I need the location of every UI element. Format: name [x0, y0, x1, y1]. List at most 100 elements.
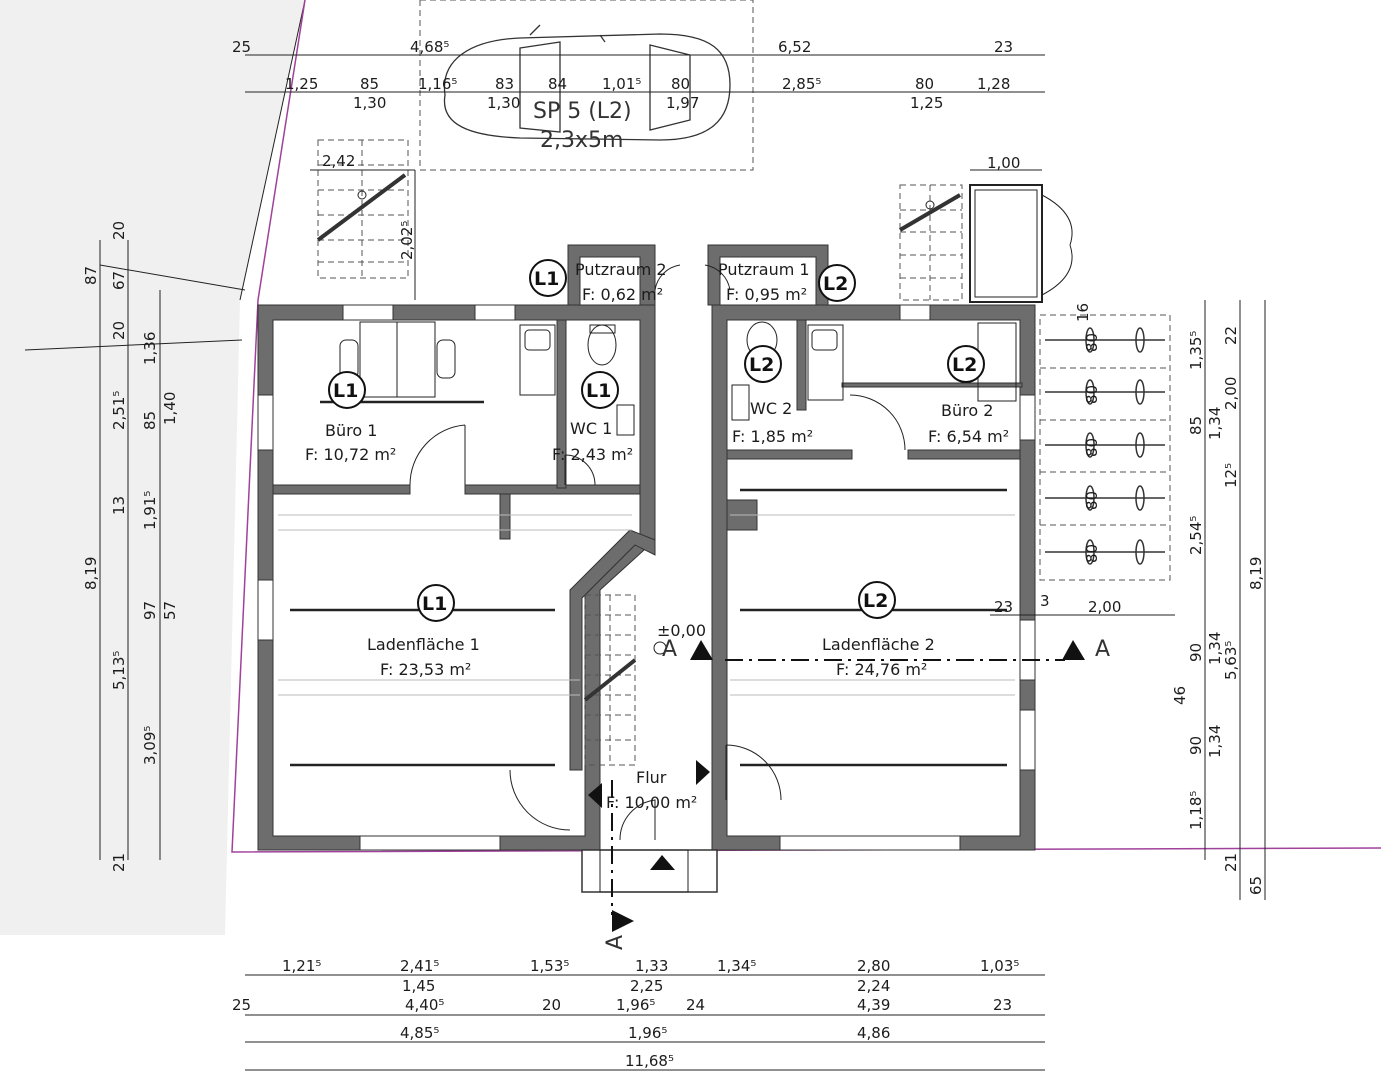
svg-text:46: 46	[1171, 686, 1189, 705]
room-laden1-name: Ladenfläche 1	[367, 635, 480, 654]
section-line-a	[588, 640, 1085, 932]
svg-text:2,85⁵: 2,85⁵	[782, 75, 821, 93]
svg-text:22: 22	[1222, 326, 1240, 345]
room-buero2-name: Büro 2	[941, 401, 993, 420]
svg-text:85: 85	[1187, 416, 1205, 435]
svg-text:1,45: 1,45	[402, 977, 435, 995]
svg-text:20: 20	[110, 321, 128, 340]
svg-text:23: 23	[994, 598, 1013, 616]
svg-text:1,34: 1,34	[1206, 725, 1224, 758]
svg-text:85: 85	[360, 75, 379, 93]
svg-text:4,68⁵: 4,68⁵	[410, 38, 449, 56]
section-label-right: A	[1095, 637, 1110, 662]
svg-text:23: 23	[994, 38, 1013, 56]
svg-text:23: 23	[993, 996, 1012, 1014]
svg-text:21: 21	[1222, 853, 1240, 872]
svg-text:80: 80	[915, 75, 934, 93]
level-marker: ±0,00	[657, 621, 706, 640]
dims-top: 25 4,68⁵ 6,52 23 1,25 85 1,16⁵ 83 84 1,0…	[232, 38, 1121, 616]
svg-text:1,33: 1,33	[635, 957, 668, 975]
svg-text:1,34: 1,34	[1206, 632, 1224, 665]
svg-text:97: 97	[141, 601, 159, 620]
svg-text:L1: L1	[333, 380, 358, 402]
svg-text:1,25: 1,25	[285, 75, 318, 93]
svg-text:1,28: 1,28	[977, 75, 1010, 93]
svg-text:L2: L2	[952, 354, 977, 376]
svg-text:12⁵: 12⁵	[1222, 463, 1240, 488]
svg-text:84: 84	[548, 75, 567, 93]
svg-text:1,35⁵: 1,35⁵	[1187, 331, 1205, 370]
svg-text:1,34: 1,34	[1206, 407, 1224, 440]
room-wc2-name: WC 2	[750, 399, 792, 418]
dims-bottom: 1,21⁵ 2,41⁵ 1,53⁵ 1,33 1,34⁵ 2,80 1,03⁵ …	[232, 957, 1019, 1070]
stair-right	[898, 184, 963, 301]
tag-wc1: L1	[581, 371, 619, 409]
room-wc1-name: WC 1	[570, 419, 612, 438]
svg-text:1,30: 1,30	[353, 94, 386, 112]
svg-text:5,13⁵: 5,13⁵	[110, 651, 128, 690]
neighbour-outline	[239, 0, 306, 301]
svg-text:L2: L2	[749, 354, 774, 376]
svg-text:2,25: 2,25	[630, 977, 663, 995]
tag-laden1: L1	[417, 584, 455, 622]
svg-text:83: 83	[495, 75, 514, 93]
svg-text:11,68⁵: 11,68⁵	[625, 1052, 674, 1070]
svg-text:90: 90	[1187, 643, 1205, 662]
svg-text:57: 57	[161, 601, 179, 620]
svg-text:2,51⁵: 2,51⁵	[110, 391, 128, 430]
bike-spacing-4: 80	[1083, 438, 1101, 457]
svg-text:8,19: 8,19	[82, 557, 100, 590]
svg-text:6,52: 6,52	[778, 38, 811, 56]
svg-text:8,19: 8,19	[1247, 557, 1265, 590]
doors	[409, 264, 906, 841]
svg-text:1,53⁵: 1,53⁵	[530, 957, 569, 975]
section-label-mid: A	[662, 637, 677, 662]
svg-text:1,36: 1,36	[141, 332, 159, 365]
tag-buero1: L1	[328, 371, 366, 409]
svg-text:1,18⁵: 1,18⁵	[1187, 791, 1205, 830]
building-walls	[257, 244, 1036, 893]
svg-text:L1: L1	[586, 380, 611, 402]
stair-left	[316, 139, 409, 279]
svg-text:2,02⁵: 2,02⁵	[398, 221, 416, 260]
room-buero2-area: F: 6,54 m²	[928, 427, 1009, 446]
svg-text:80: 80	[671, 75, 690, 93]
svg-text:4,39: 4,39	[857, 996, 890, 1014]
svg-text:5,63⁵: 5,63⁵	[1222, 641, 1240, 680]
svg-text:2,80: 2,80	[857, 957, 890, 975]
parking-space	[419, 0, 754, 171]
room-wc1-area: F: 2,43 m²	[552, 445, 633, 464]
svg-text:1,34⁵: 1,34⁵	[717, 957, 756, 975]
svg-text:1,97: 1,97	[666, 94, 699, 112]
svg-text:2,24: 2,24	[857, 977, 890, 995]
car-icon	[443, 24, 731, 141]
svg-text:20: 20	[110, 221, 128, 240]
svg-text:4,86: 4,86	[857, 1024, 890, 1042]
room-flur-area: F: 10,00 m²	[606, 793, 697, 812]
room-labels: Büro 1 F: 10,72 m² WC 1 F: 2,43 m² Laden…	[305, 260, 1009, 812]
room-buero1-area: F: 10,72 m²	[305, 445, 396, 464]
parking-title: SP 5 (L2)	[533, 99, 632, 124]
unit-tags: L1 L1 L1 L1 L2 L2 L2 L2	[328, 259, 985, 622]
svg-text:67: 67	[110, 271, 128, 290]
tag-laden2: L2	[858, 581, 896, 619]
svg-text:4,85⁵: 4,85⁵	[400, 1024, 439, 1042]
bike-rack: 16 80 80 80 80 80	[1039, 303, 1171, 581]
svg-text:25: 25	[232, 38, 251, 56]
room-laden1-area: F: 23,53 m²	[380, 660, 471, 679]
svg-text:1,01⁵: 1,01⁵	[602, 75, 641, 93]
section-label-bottom: A	[603, 935, 628, 950]
stair-arrow-line	[583, 658, 637, 702]
svg-text:1,03⁵: 1,03⁵	[980, 957, 1019, 975]
svg-text:2,42: 2,42	[322, 152, 355, 170]
svg-text:87: 87	[82, 266, 100, 285]
svg-text:2,00: 2,00	[1222, 377, 1240, 410]
tag-putz2: L1	[529, 259, 567, 297]
svg-text:1,96⁵: 1,96⁵	[628, 1024, 667, 1042]
room-wc2-area: F: 1,85 m²	[732, 427, 813, 446]
svg-text:25: 25	[232, 996, 251, 1014]
room-putz1-name: Putzraum 1	[718, 260, 810, 279]
tag-putz1: L2	[818, 264, 856, 302]
svg-text:L2: L2	[863, 590, 888, 612]
